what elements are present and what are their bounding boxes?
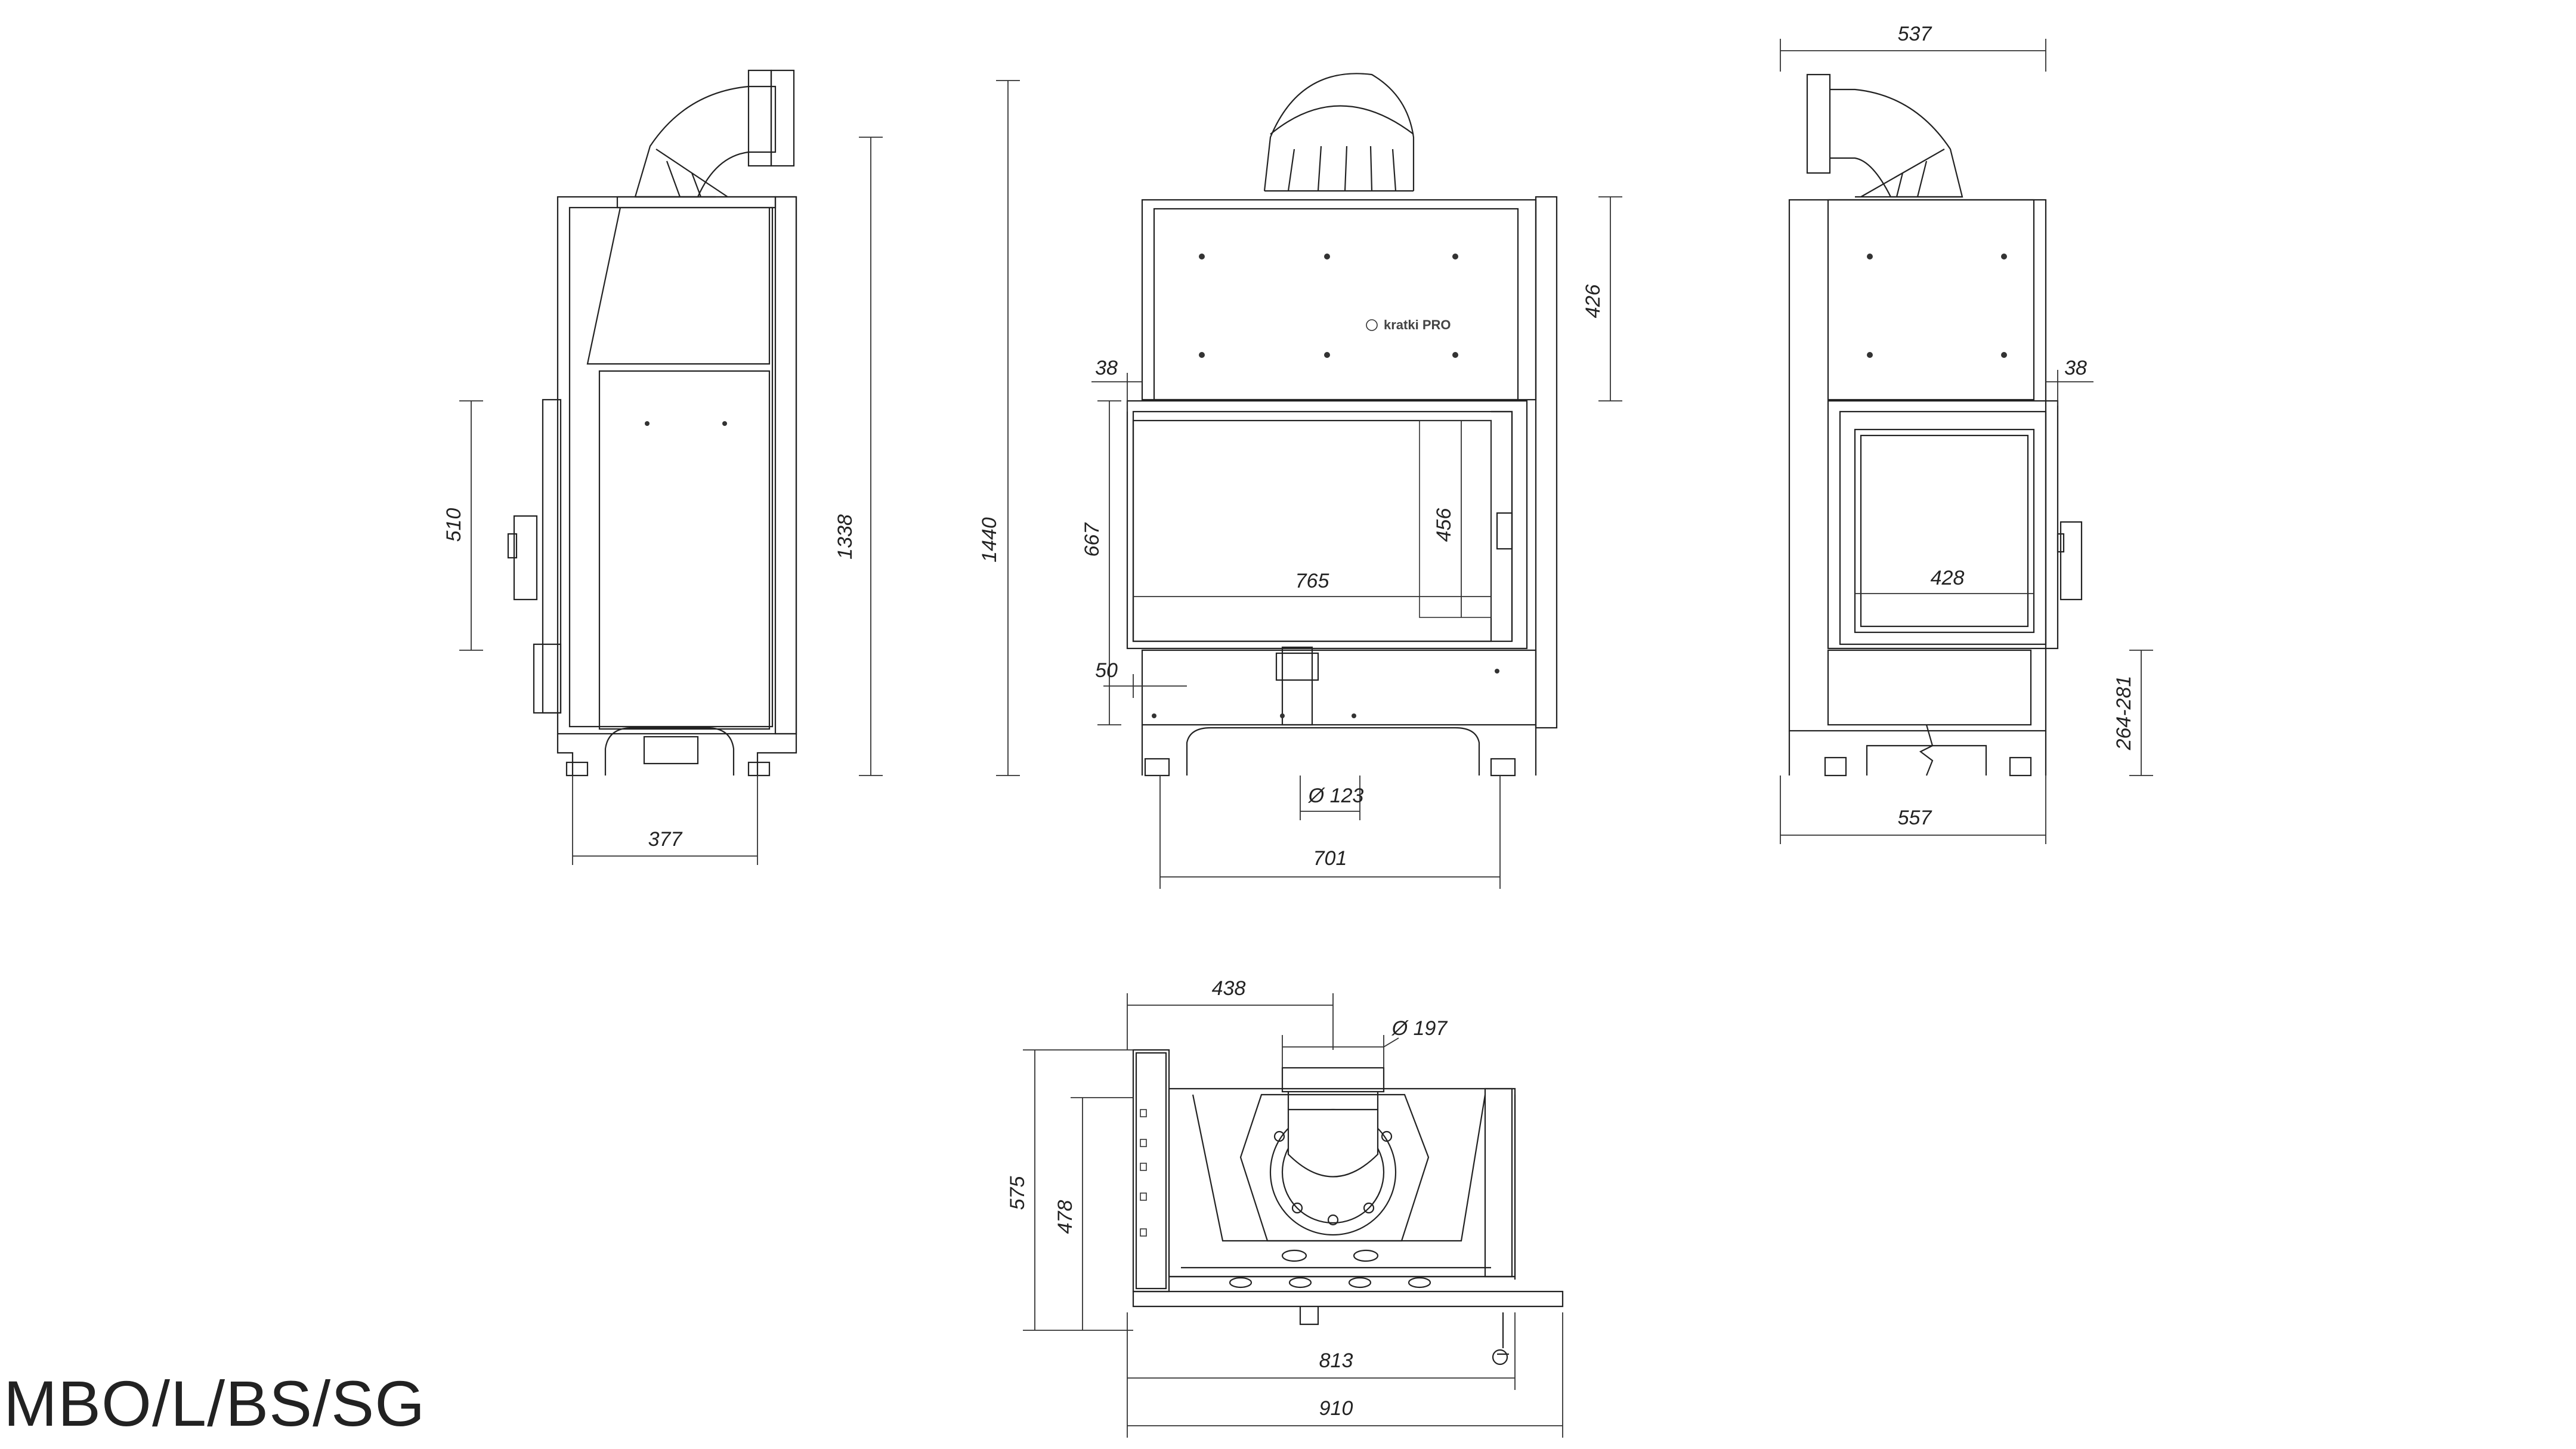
- handle: [2059, 521, 2083, 601]
- flue-elbow: [1806, 73, 1963, 198]
- dim-base-width: 701: [1313, 847, 1347, 870]
- flue-elbow: [634, 69, 795, 198]
- door-frame: [1126, 400, 1528, 650]
- dim-flue-diameter: Ø 197: [1391, 1017, 1448, 1040]
- door-handle: [1496, 512, 1513, 550]
- dim-glass-width-right: 428: [1931, 567, 1965, 589]
- top-view: 438 Ø 197 575 478 813 910: [1006, 977, 1564, 1438]
- dim-depth-total: 575: [1006, 1176, 1029, 1210]
- dim-depth-left: 377: [648, 828, 683, 851]
- model-title: MBO/L/BS/SG: [4, 1367, 426, 1439]
- dim-total-height-left: 1338: [834, 514, 856, 560]
- leg-foot: [2009, 756, 2032, 777]
- dim-bottom-offset: 50: [1095, 659, 1118, 682]
- top-panel: [1141, 199, 1537, 401]
- dim-legs: 264-281: [2113, 676, 2135, 751]
- dim-glass-width: 765: [1295, 570, 1329, 592]
- door-frame: [1827, 400, 2059, 650]
- dim-frame-offset-right: 38: [2064, 357, 2087, 379]
- dim-depth-inner: 478: [1054, 1200, 1077, 1234]
- dim-flue-offset: 438: [1212, 977, 1246, 1000]
- panel-screws: [1199, 254, 1458, 358]
- dim-top-width: 537: [1898, 23, 1932, 45]
- leg-foot: [1490, 758, 1516, 777]
- side-brackets: [1140, 1109, 1147, 1237]
- dim-frame-offset: 38: [1095, 357, 1118, 379]
- leg-foot: [747, 761, 771, 777]
- dim-door-height: 667: [1081, 523, 1103, 557]
- side-view-right: 537 38 428 264-281 557: [1780, 23, 2153, 844]
- front-vents: [1229, 1249, 1431, 1289]
- body-outline: [556, 196, 797, 735]
- leg-foot: [565, 761, 589, 777]
- dim-top-panel: 426: [1582, 285, 1604, 319]
- dim-width-inner: 813: [1319, 1349, 1353, 1372]
- dim-door-height-left: 510: [443, 508, 465, 542]
- front-view: kratki PRO 1440 426 667 38 456 765 50: [978, 73, 1622, 889]
- dim-base-width-right: 557: [1898, 807, 1932, 829]
- handle: [513, 515, 538, 601]
- leg-foot: [1824, 756, 1847, 777]
- flue-dome: [1263, 73, 1415, 191]
- dim-air-inlet: Ø 123: [1308, 784, 1364, 807]
- glass: [1854, 428, 2035, 634]
- dim-width-total: 910: [1319, 1397, 1353, 1420]
- flue-collar-top: [1239, 1067, 1430, 1242]
- leg-foot: [1144, 758, 1170, 777]
- air-inlet: [1281, 646, 1313, 726]
- brand-logo: kratki PRO: [1384, 317, 1451, 332]
- dim-total-height-front: 1440: [978, 517, 1001, 563]
- side-view-left: 1338 510 377: [443, 69, 883, 865]
- dim-glass-height: 456: [1433, 508, 1455, 542]
